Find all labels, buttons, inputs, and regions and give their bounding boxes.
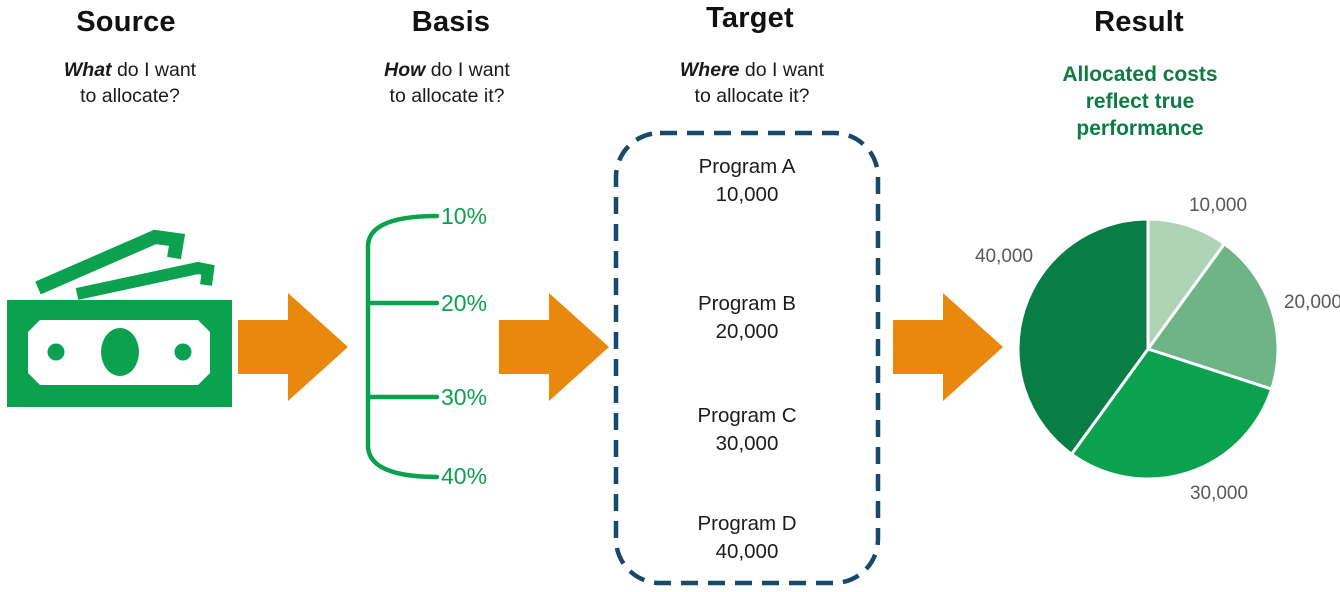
heading-basis: Basis xyxy=(411,6,491,38)
program-item-d: Program D 40,000 xyxy=(613,510,881,566)
basis-bracket xyxy=(365,213,440,480)
pie-slice-40000 xyxy=(1016,217,1150,456)
program-d-value: 40,000 xyxy=(715,540,779,563)
target-box xyxy=(613,130,881,586)
question-source-rest: do I want xyxy=(111,59,197,81)
benefit-line3: performance xyxy=(1076,117,1204,140)
pie-slice-20000 xyxy=(1146,242,1280,391)
question-target-line2: to allocate it? xyxy=(694,85,810,107)
program-item-c: Program C 30,000 xyxy=(613,402,881,458)
question-source-line2: to allocate? xyxy=(80,85,180,107)
question-source-emphasis: What xyxy=(63,59,112,81)
program-a-name: Program A xyxy=(698,155,796,178)
pie-slice-label-20000: 20,000 xyxy=(1283,292,1340,313)
result-benefit-text: Allocated costs reflect true performance xyxy=(1020,61,1260,142)
question-source: What do I want to allocate? xyxy=(20,57,240,109)
flow-arrow-3 xyxy=(893,293,1003,401)
program-item-b: Program B 20,000 xyxy=(613,290,881,346)
question-target-emphasis: Where xyxy=(679,59,740,81)
program-a-value: 10,000 xyxy=(715,183,779,206)
program-b-value: 20,000 xyxy=(715,320,779,343)
question-basis-emphasis: How xyxy=(384,59,426,81)
question-basis-line2: to allocate it? xyxy=(389,85,505,107)
heading-source: Source xyxy=(76,6,176,38)
question-basis: How do I want to allocate it? xyxy=(337,57,557,109)
percentage-label-3: 30% xyxy=(441,384,488,410)
program-d-name: Program D xyxy=(697,512,797,535)
question-target-rest: do I want xyxy=(739,59,825,81)
program-item-a: Program A 10,000 xyxy=(613,153,881,209)
program-c-value: 30,000 xyxy=(715,432,779,455)
question-basis-rest: do I want xyxy=(425,59,510,81)
flow-arrow-1 xyxy=(238,293,348,401)
percentage-label-4: 40% xyxy=(441,463,488,489)
benefit-line1: Allocated costs xyxy=(1062,63,1218,86)
pie-slice-30000 xyxy=(1070,347,1274,481)
percentage-label-2: 20% xyxy=(441,290,488,316)
money-bills-icon xyxy=(7,229,232,407)
heading-target: Target xyxy=(706,2,794,34)
pie-chart xyxy=(1016,217,1280,481)
flow-arrow-2 xyxy=(499,293,609,401)
heading-result: Result xyxy=(1094,6,1184,38)
percentage-label-1: 10% xyxy=(441,203,488,229)
program-b-name: Program B xyxy=(698,292,796,315)
question-target: Where do I want to allocate it? xyxy=(642,57,862,109)
benefit-line2: reflect true xyxy=(1085,90,1195,113)
pie-slice-label-30000: 30,000 xyxy=(1189,483,1249,504)
program-c-name: Program C xyxy=(697,404,797,427)
pie-slice-label-40000: 40,000 xyxy=(974,246,1034,267)
pie-slice-10000 xyxy=(1146,217,1226,351)
pie-slice-label-10000: 10,000 xyxy=(1188,195,1248,216)
